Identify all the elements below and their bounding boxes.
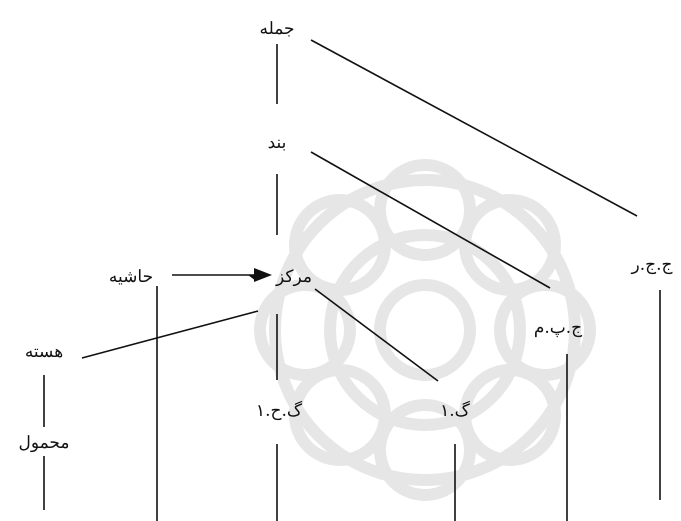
edge-center-nucleus — [81, 310, 259, 359]
node-sentence: جمله — [259, 19, 294, 39]
node-margin: حاشیه — [109, 267, 153, 287]
edge-clause-jpm — [310, 151, 551, 289]
node-predicate: محمول — [18, 433, 69, 453]
watermark-rosette — [254, 159, 596, 501]
node-g1: گ.۱ — [440, 400, 471, 421]
edge-sentence-jjr — [310, 39, 638, 217]
tree-edges — [43, 39, 661, 521]
node-clause: بند — [268, 133, 287, 153]
node-gh1: گ.ح.۱ — [256, 400, 303, 421]
edge-center-g1 — [314, 288, 439, 382]
node-jpm: ج.پ.م — [534, 318, 582, 338]
arrow-head-icon — [254, 268, 272, 282]
node-jjr: ج.ج.ر — [631, 255, 673, 275]
node-center: مرکز — [275, 267, 312, 287]
node-nucleus: هسته — [25, 342, 63, 362]
